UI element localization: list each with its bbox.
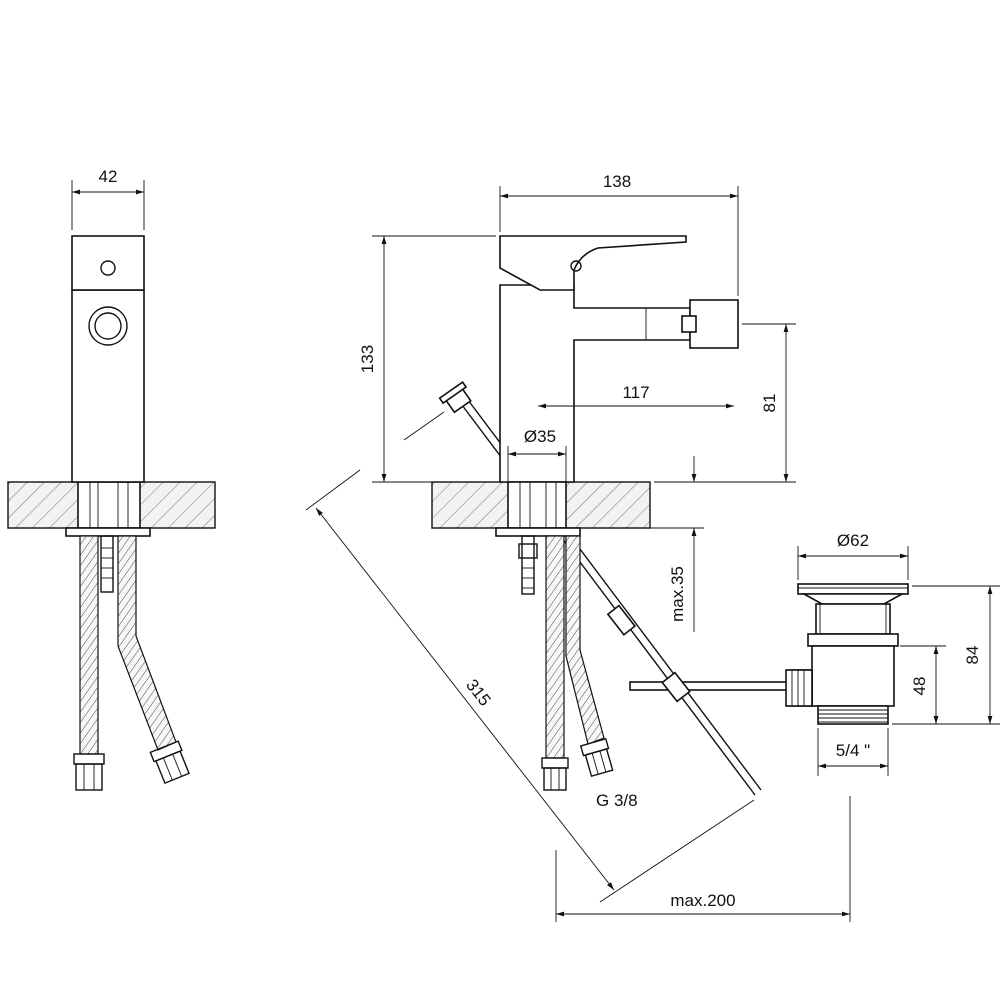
hose-middle-2: [565, 535, 605, 745]
handle-side: [71, 235, 145, 291]
waste-cap: [797, 583, 909, 595]
hose-nut-left-1b: [75, 763, 103, 791]
dim-waste-height: 84: [963, 646, 982, 665]
waste-lower-body: [811, 645, 895, 707]
waste-valve: Ø62 84 48 5/4 ": [785, 531, 1000, 776]
hose-nut-middle-1: [541, 757, 569, 769]
dim-waste-diameter: Ø62: [837, 531, 869, 550]
hose-left-2: [117, 535, 177, 751]
base-plate-left: [65, 527, 151, 537]
diverter-knob-outer: [88, 306, 128, 346]
shank-left: [77, 481, 141, 529]
diverter-knob-inner: [94, 312, 122, 340]
rod-joint-lower: [661, 671, 691, 703]
spray-head: [689, 299, 739, 349]
lever-screw-icon: [570, 260, 582, 272]
dim-rod-length: 315: [462, 676, 494, 710]
linkage-bar: [629, 681, 793, 691]
threaded-rod-middle: [521, 535, 535, 595]
base-plate-middle: [495, 527, 581, 537]
lever-handle: [499, 235, 687, 291]
dim-waste-thread: 5/4 ": [836, 741, 870, 760]
dim-max-distance: max.200: [670, 891, 735, 910]
dim-max-thickness: max.35: [668, 566, 687, 622]
dim-waste-body-height: 48: [910, 677, 929, 696]
side-view: 42: [7, 167, 216, 791]
dim-side-width: 42: [99, 167, 118, 186]
front-view: G 3/8 138 133 117 81 Ø35 max.35: [305, 172, 851, 922]
dim-height: 133: [358, 345, 377, 373]
spray-nozzle: [681, 315, 697, 333]
hose-nut-left-2b: [155, 750, 190, 785]
waste-collar: [807, 633, 899, 647]
dim-spout-height: 81: [760, 394, 779, 413]
hose-middle-1: [545, 535, 565, 759]
waste-upper-body: [815, 603, 891, 635]
hose-nut-left-1: [73, 753, 105, 765]
mixer-body-side: [71, 289, 145, 483]
handle-screw-icon: [100, 260, 116, 276]
dim-spout-reach: 117: [622, 383, 649, 402]
label-hose-thread: G 3/8: [596, 791, 638, 810]
hose-left-1: [79, 535, 99, 755]
waste-thread: [817, 705, 889, 725]
dim-width: 138: [603, 172, 631, 191]
threaded-rod-left: [100, 535, 114, 593]
mixer-body-front: [499, 284, 691, 483]
dim-base-diameter: Ø35: [524, 427, 556, 446]
shank-middle: [507, 481, 567, 529]
